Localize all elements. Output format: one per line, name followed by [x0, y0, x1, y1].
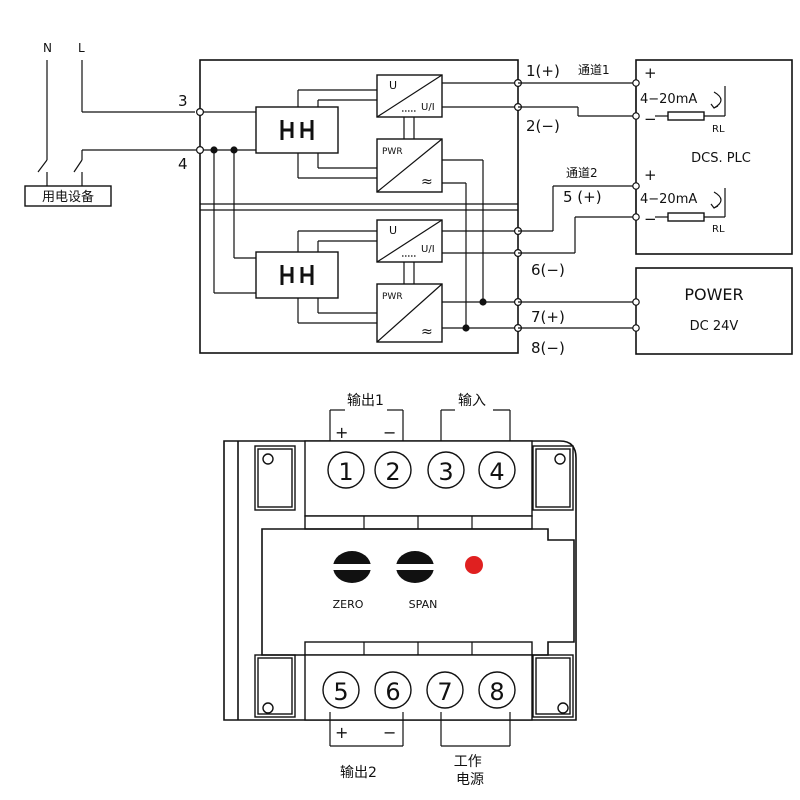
pwr-ch1 [376, 138, 443, 193]
mounting-ears [237, 441, 574, 720]
dcs-plc-label: DCS. PLC [691, 151, 751, 166]
bottom-terminal-7: 7 [426, 671, 464, 709]
bottom-terminal-5: 5 [322, 671, 360, 709]
terminal-3-label: 3 [178, 92, 188, 110]
module-outline [199, 59, 519, 354]
pwr-ch2 [376, 283, 443, 343]
ch2-load-label: RL [712, 224, 725, 235]
svg-text:4: 4 [489, 458, 504, 486]
bottom-terminal-8: 8 [478, 671, 516, 709]
zero-label: ZERO [333, 598, 364, 611]
live-label: L [78, 41, 85, 55]
svg-text:7: 7 [437, 678, 452, 706]
output1-minus: − [383, 423, 396, 442]
output2-plus: + [335, 723, 348, 742]
output2-label: 输出2 [340, 765, 377, 781]
status-led [465, 556, 483, 574]
svg-text:8: 8 [489, 678, 504, 706]
bottom-brackets [329, 712, 511, 747]
converter-ch1-out-label: U/I [421, 102, 435, 113]
ch1-minus-label: − [644, 110, 657, 128]
ch2-minus-label: − [644, 210, 657, 228]
svg-text:3: 3 [438, 458, 453, 486]
power-supply-box [635, 267, 793, 355]
ch2-signal-label: 4−20mA [640, 192, 697, 207]
module-terminal-points [196, 78, 522, 333]
pwr-ch2-ac-symbol: ≈ [421, 324, 433, 340]
converter-ch1-in-label: U [389, 79, 397, 92]
terminal-1-label: 1(+) [526, 62, 560, 80]
converter-ch2-in-label: U [389, 224, 397, 237]
span-potentiometer[interactable] [395, 551, 435, 583]
top-terminal-2: 2 [374, 451, 412, 489]
ch2-loop [635, 186, 726, 222]
top-terminal-3: 3 [427, 451, 465, 489]
terminal-2-label: 2(−) [526, 117, 560, 135]
span-label: SPAN [409, 598, 438, 611]
output1-plus: + [335, 423, 348, 442]
load-device-label: 用电设备 [42, 189, 94, 205]
channel1-name: 通道1 [578, 63, 610, 77]
terminal-5-label: 5 (+) [563, 188, 602, 206]
svg-text:1: 1 [338, 458, 353, 486]
power-spec: DC 24V [690, 319, 739, 334]
terminal-7-label: 7(+) [531, 308, 565, 326]
ch2-plus-label: + [644, 166, 657, 184]
converter-ch2 [376, 219, 443, 263]
svg-text:2: 2 [385, 458, 400, 486]
zero-potentiometer[interactable] [332, 551, 372, 583]
terminal-8-label: 8(−) [531, 339, 565, 357]
bottom-terminal-6: 6 [374, 671, 412, 709]
center-panel [261, 528, 575, 656]
ch1-plus-label: + [644, 64, 657, 82]
supply-lines [37, 60, 196, 186]
output1-label: 输出1 [347, 393, 384, 409]
ch1-loop [635, 83, 726, 121]
ch1-load-label: RL [712, 124, 725, 135]
load-device-box [24, 185, 112, 207]
terminal-4-label: 4 [178, 155, 188, 173]
power-title: POWER [684, 285, 743, 304]
pwr-ch1-label: PWR [382, 147, 403, 157]
top-terminal-1: 1 [327, 451, 365, 489]
converter-ch2-out-label: U/I [421, 244, 435, 255]
svg-text:5: 5 [333, 678, 348, 706]
channel2-name: 通道2 [566, 166, 598, 180]
ch1-signal-label: 4−20mA [640, 92, 697, 107]
pwr-ch2-label: PWR [382, 292, 403, 302]
top-brackets [329, 409, 511, 445]
top-terminal-4: 4 [478, 451, 516, 489]
transformer-ch1 [255, 106, 339, 154]
output2-minus: − [383, 723, 396, 742]
converter-ch1 [376, 74, 443, 118]
dcs-plc-box [635, 59, 793, 255]
internal-wiring [200, 82, 518, 329]
neutral-label: N [43, 41, 52, 55]
svg-text:6: 6 [385, 678, 400, 706]
input-label: 输入 [458, 393, 486, 409]
pwr-ch1-ac-symbol: ≈ [421, 174, 433, 190]
terminal-6-label: 6(−) [531, 261, 565, 279]
transformer-ch2 [255, 251, 339, 299]
device-housing [223, 440, 577, 721]
work-power-label: 工作 电源 [454, 754, 486, 788]
external-wiring [518, 82, 636, 329]
